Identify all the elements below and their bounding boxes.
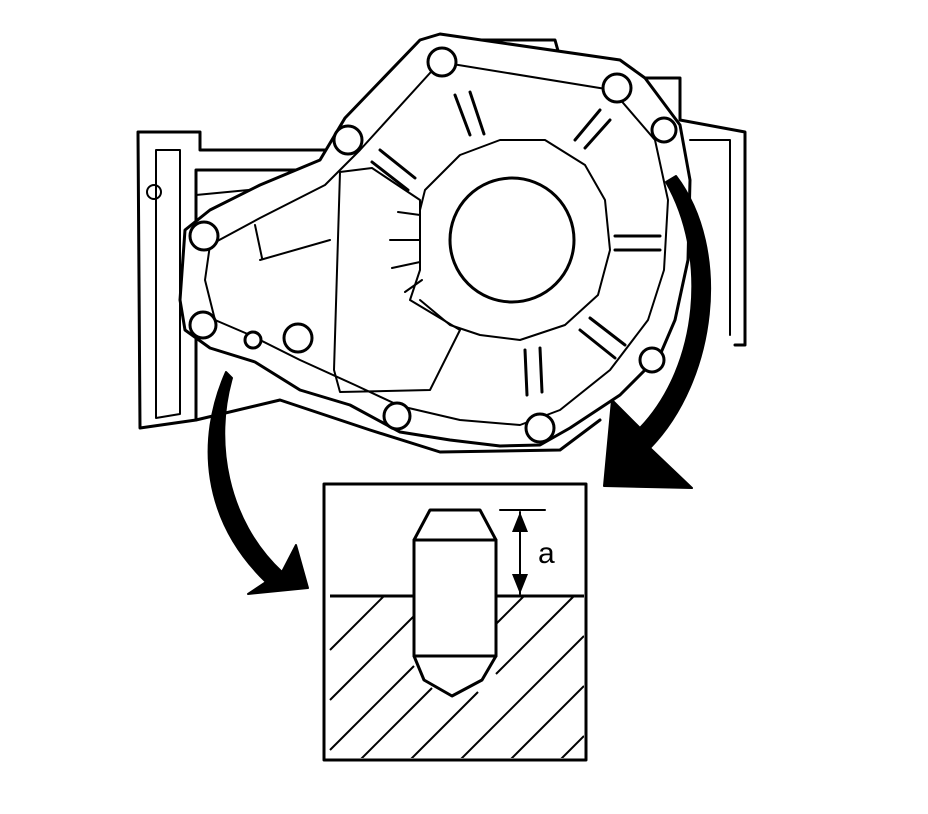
bolt-hole — [282, 322, 314, 354]
bolt-hole — [382, 401, 412, 431]
bolt-hole — [188, 220, 220, 252]
dimension-label-a: a — [538, 537, 555, 570]
bolt-hole — [426, 46, 458, 78]
bolt-hole — [601, 72, 633, 104]
knock-pin — [243, 330, 263, 350]
protrusion-dimension: a — [499, 509, 555, 595]
bolt-hole — [188, 310, 218, 340]
detail-inset: a — [322, 482, 588, 762]
differential-housing — [136, 32, 747, 454]
hatched-housing-section — [329, 594, 584, 758]
bolt-hole — [638, 346, 666, 374]
pointer-arrow-right — [603, 175, 711, 489]
bolt-hole — [524, 412, 556, 444]
bolt-hole — [332, 124, 364, 156]
bearing-bore — [389, 139, 611, 341]
knock-pin-detail — [412, 508, 498, 698]
housing-bottom-rim — [194, 398, 602, 454]
bolt-holes — [188, 46, 678, 444]
flange-ribs — [370, 90, 662, 397]
right-side-block — [638, 76, 747, 347]
left-pocket — [333, 167, 461, 393]
pointer-arrow-left — [207, 371, 309, 595]
bolt-hole — [650, 116, 678, 144]
